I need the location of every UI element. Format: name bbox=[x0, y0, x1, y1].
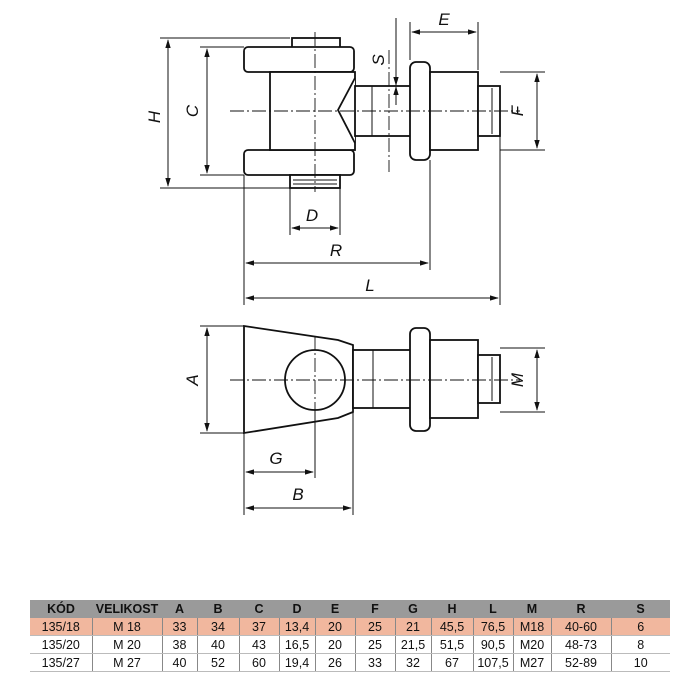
dim-label-l: L bbox=[365, 276, 374, 295]
side-threaded-end bbox=[477, 354, 501, 404]
neck bbox=[336, 77, 356, 144]
table-cell: 8 bbox=[611, 635, 670, 654]
table-cell: 19,4 bbox=[279, 653, 316, 672]
dim-label-d: D bbox=[306, 206, 318, 225]
table-cell: 21,5 bbox=[395, 635, 432, 654]
lower-flange bbox=[243, 149, 355, 176]
dim-label-m: M bbox=[508, 372, 527, 387]
dim-label-e: E bbox=[438, 10, 450, 29]
table-cell: 20 bbox=[315, 635, 356, 654]
table-header-cell: R bbox=[551, 600, 611, 618]
table-cell: 40 bbox=[197, 635, 240, 654]
table-header-cell: C bbox=[239, 600, 279, 618]
side-washer bbox=[429, 339, 479, 419]
table-cell: M 27 bbox=[92, 653, 163, 672]
table-cell: 60 bbox=[239, 653, 280, 672]
table-cell: M 18 bbox=[92, 618, 163, 636]
table-cell: 33 bbox=[162, 618, 198, 636]
side-big-nut bbox=[409, 327, 431, 432]
table-header-cell: B bbox=[197, 600, 239, 618]
dim-label-h: H bbox=[145, 110, 164, 123]
dim-label-a: A bbox=[183, 374, 202, 386]
table-row: 135/20 M 20 38 40 43 16,5 20 25 21,5 51,… bbox=[30, 635, 670, 654]
table-cell: 6 bbox=[611, 618, 670, 636]
table-header-cell: L bbox=[473, 600, 513, 618]
table-cell: 40 bbox=[162, 653, 198, 672]
table-header-cell: F bbox=[355, 600, 395, 618]
table-cell: 76,5 bbox=[473, 618, 514, 636]
dim-label-s: S bbox=[369, 54, 388, 66]
table-cell: 52 bbox=[197, 653, 240, 672]
table-cell: 135/27 bbox=[30, 653, 93, 672]
table-cell: 67 bbox=[431, 653, 474, 672]
table-cell: M 20 bbox=[92, 635, 163, 654]
table-cell: 135/18 bbox=[30, 618, 93, 636]
table-cell: 48-73 bbox=[551, 635, 612, 654]
upper-flange bbox=[243, 46, 355, 73]
technical-drawing: H C E S F D R L bbox=[145, 10, 545, 515]
table-header-cell: KÓD bbox=[30, 600, 92, 618]
dimensions-table: KÓD VELIKOST A B C D E F G H L M R S 135… bbox=[30, 600, 670, 672]
table-header-cell: E bbox=[315, 600, 355, 618]
table-cell: 40-60 bbox=[551, 618, 612, 636]
table-cell: 16,5 bbox=[279, 635, 316, 654]
table-header-cell: D bbox=[279, 600, 315, 618]
dim-label-g: G bbox=[269, 449, 282, 468]
table-cell: 107,5 bbox=[473, 653, 514, 672]
table-row: 135/18 M 18 33 34 37 13,4 20 25 21 45,5 … bbox=[30, 618, 670, 636]
table-cell: 135/20 bbox=[30, 635, 93, 654]
dim-label-r: R bbox=[330, 241, 342, 260]
table-cell: 90,5 bbox=[473, 635, 514, 654]
table-cell: 20 bbox=[315, 618, 356, 636]
table-cell: 37 bbox=[239, 618, 280, 636]
dim-label-f: F bbox=[508, 104, 527, 116]
table-row: 135/27 M 27 40 52 60 19,4 26 33 32 67 10… bbox=[30, 653, 670, 672]
side-view: A M G B bbox=[183, 324, 545, 515]
table-cell: 34 bbox=[197, 618, 240, 636]
table-cell: 13,4 bbox=[279, 618, 316, 636]
table-cell: 25 bbox=[355, 618, 396, 636]
table-cell: 33 bbox=[355, 653, 396, 672]
table-cell: 21 bbox=[395, 618, 432, 636]
table-cell: 45,5 bbox=[431, 618, 474, 636]
side-shaft bbox=[352, 349, 412, 409]
table-header-cell: G bbox=[395, 600, 431, 618]
table-header-cell: S bbox=[611, 600, 670, 618]
table-header-row: KÓD VELIKOST A B C D E F G H L M R S bbox=[30, 600, 670, 618]
table-cell: 10 bbox=[611, 653, 670, 672]
table-cell: 26 bbox=[315, 653, 356, 672]
dim-label-c: C bbox=[183, 104, 202, 117]
top-view: H C E S F D R L bbox=[145, 10, 545, 305]
table-cell: 43 bbox=[239, 635, 280, 654]
table-cell: 38 bbox=[162, 635, 198, 654]
table-cell: 51,5 bbox=[431, 635, 474, 654]
table-cell: 25 bbox=[355, 635, 396, 654]
table-cell: M27 bbox=[513, 653, 552, 672]
table-header-cell: M bbox=[513, 600, 551, 618]
table-cell: M18 bbox=[513, 618, 552, 636]
table-cell: 32 bbox=[395, 653, 432, 672]
table-header-cell: VELIKOST bbox=[92, 600, 162, 618]
table-header-cell: H bbox=[431, 600, 473, 618]
dim-label-b: B bbox=[292, 485, 303, 504]
table-header-cell: A bbox=[162, 600, 197, 618]
table-cell: M20 bbox=[513, 635, 552, 654]
table-cell: 52-89 bbox=[551, 653, 612, 672]
